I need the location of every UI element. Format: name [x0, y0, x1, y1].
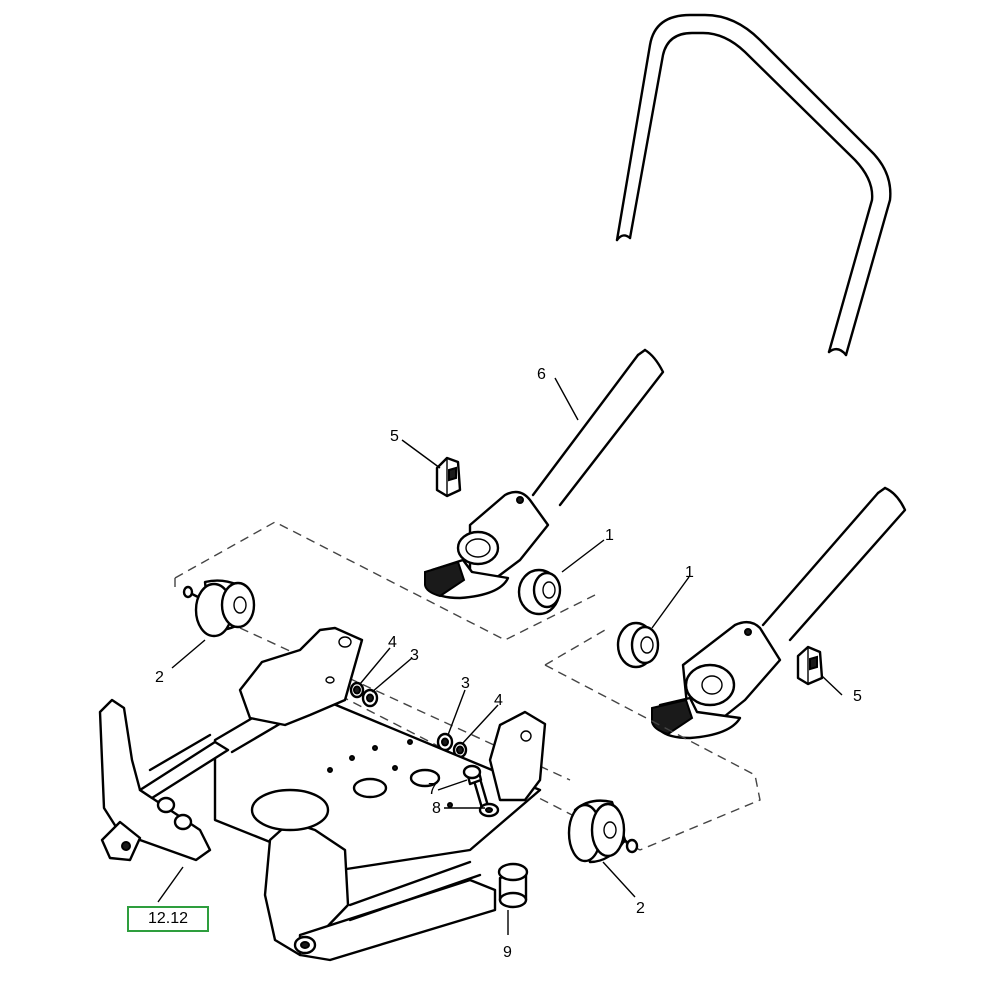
bushing-1-upper — [517, 568, 562, 616]
callout-7: 7 — [428, 781, 437, 798]
callout-2-right: 2 — [636, 900, 645, 917]
callout-3-left: 3 — [410, 647, 419, 664]
rops-upper-hoop — [615, 13, 892, 357]
clip-5-upper — [435, 456, 462, 498]
callout-5-lower: 5 — [853, 688, 862, 705]
callout-6: 6 — [537, 366, 546, 383]
callout-5-upper: 5 — [390, 428, 399, 445]
callout-3-right: 3 — [461, 675, 470, 692]
bolt-7 — [462, 764, 490, 810]
callout-9: 9 — [503, 944, 512, 961]
callout-1-upper: 1 — [605, 527, 614, 544]
leader-lines — [157, 377, 843, 935]
callout-4-left: 4 — [388, 634, 397, 651]
isolator-mount-2-left — [182, 579, 256, 638]
bumper-9 — [497, 862, 529, 909]
nut-3-left — [361, 688, 379, 708]
bushing-1-lower — [616, 621, 660, 669]
washer-8 — [478, 802, 500, 818]
reference-link-12-12[interactable]: 12.12 — [127, 906, 209, 932]
rops-lower-leg-left — [531, 348, 665, 507]
callout-8: 8 — [432, 800, 441, 817]
callout-2-left: 2 — [155, 669, 164, 686]
base-frame — [98, 626, 547, 962]
rops-lower-leg-right — [761, 486, 907, 642]
isolator-mount-2-right — [567, 799, 639, 864]
washer-4-left — [349, 681, 365, 699]
callout-1-lower: 1 — [685, 564, 694, 581]
clip-5-lower — [796, 645, 824, 686]
nut-3-right — [436, 732, 454, 752]
pivot-bracket-right — [651, 620, 782, 740]
callout-4-right: 4 — [494, 692, 503, 709]
pivot-bracket-left — [424, 490, 550, 600]
